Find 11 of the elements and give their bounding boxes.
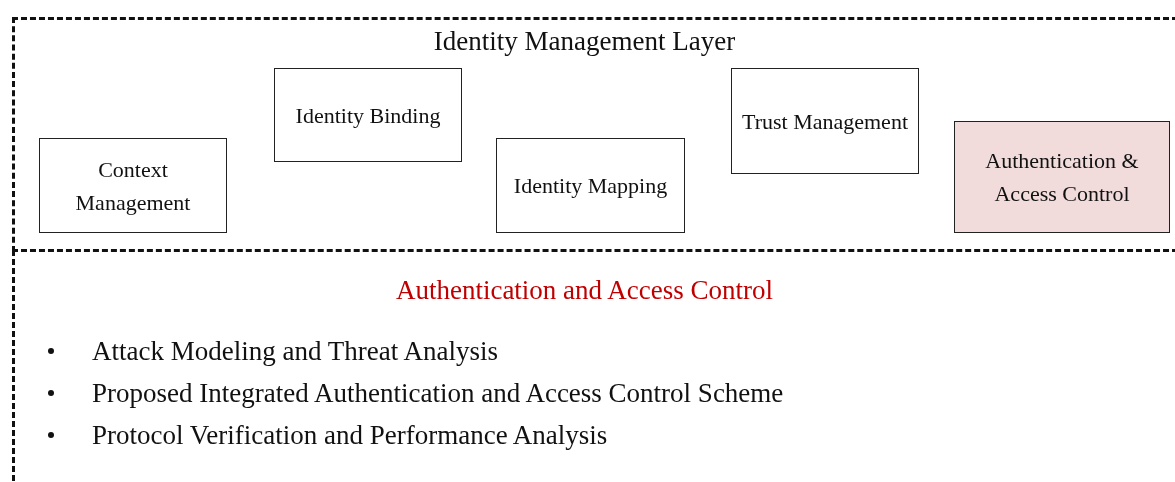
bullet-item: Protocol Verification and Performance Analysis [12, 414, 784, 456]
panel-title: Identity Management Layer [432, 26, 737, 57]
panel-title: Authentication and Access Control [394, 275, 775, 306]
process-box: Context Management [39, 138, 227, 233]
process-box: Identity Mapping [496, 138, 685, 233]
process-box: Identity Binding [274, 68, 462, 162]
bullet-item: Proposed Integrated Authentication and Access Control Scheme [12, 372, 784, 414]
dashed-panel [12, 17, 1175, 252]
process-box: Trust Management [731, 68, 919, 174]
process-box: Authentication & Access Control [954, 121, 1170, 233]
bullet-item: Attack Modeling and Threat Analysis [12, 330, 784, 372]
